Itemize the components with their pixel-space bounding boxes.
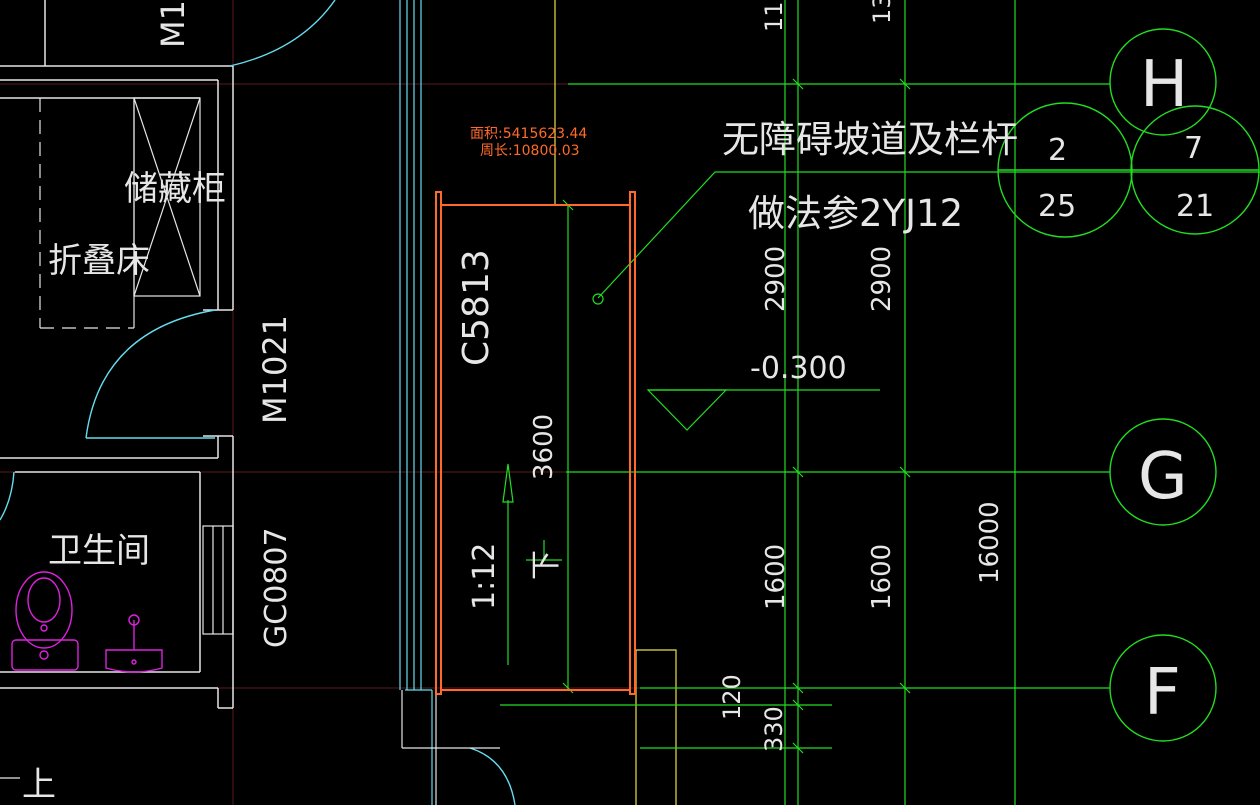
window-gc0807-label: GC0807 bbox=[259, 527, 294, 648]
bathroom-label: 卫生间 bbox=[48, 531, 150, 571]
storage-cabinet bbox=[133, 97, 201, 328]
ramp-code-label: C5813 bbox=[456, 249, 497, 366]
note-leader bbox=[592, 171, 1010, 305]
ramp-down-label: 下 bbox=[529, 550, 564, 580]
note-line-2: 做法参2YJ12 bbox=[748, 192, 963, 235]
grid-lines bbox=[500, 0, 1260, 805]
corridor-walls-white bbox=[401, 690, 500, 805]
axis-g-label: G bbox=[1138, 440, 1188, 514]
dim-lower-a: 1600 bbox=[761, 544, 791, 610]
elevation-label: -0.300 bbox=[750, 351, 847, 386]
washbasin-icon bbox=[105, 614, 163, 673]
corridor-walls bbox=[399, 0, 433, 805]
walls-left bbox=[0, 0, 234, 709]
door-m1021-label: M1021 bbox=[256, 315, 294, 424]
folding-bed-label: 折叠床 bbox=[48, 241, 150, 281]
dim-total: 16000 bbox=[975, 501, 1005, 584]
up-label: 上 bbox=[22, 765, 56, 805]
door-swings bbox=[0, 0, 516, 805]
ramp-length-dimension: 3600 bbox=[529, 414, 559, 480]
dim-top-a: 118 bbox=[760, 0, 788, 32]
ramp-outline[interactable] bbox=[435, 191, 636, 695]
detail-ref-2-top: 7 bbox=[1184, 131, 1203, 166]
note-line-1: 无障碍坡道及栏杆 bbox=[722, 118, 1018, 161]
axis-f-label: F bbox=[1144, 656, 1181, 730]
axis-bubbles bbox=[1109, 28, 1217, 742]
dim-top-b: 13 bbox=[868, 0, 896, 24]
folding-bed-outline bbox=[39, 98, 134, 329]
ramp-slope-label: 1:12 bbox=[467, 543, 502, 610]
storage-label: 储藏柜 bbox=[124, 169, 226, 209]
dim-upper-b: 2900 bbox=[867, 246, 897, 312]
dimension-ticks bbox=[562, 78, 911, 754]
dim-small-b: 330 bbox=[760, 706, 788, 752]
dim-upper-a: 2900 bbox=[761, 246, 791, 312]
dim-lower-b: 1600 bbox=[867, 544, 897, 610]
perimeter-value: 周长:10800.03 bbox=[480, 143, 580, 159]
yellow-lines bbox=[554, 0, 677, 805]
window-gc0807 bbox=[202, 525, 234, 635]
area-value: 面积:5415623.44 bbox=[470, 126, 587, 142]
detail-ref-1-top: 2 bbox=[1048, 133, 1067, 168]
dim-small-a: 120 bbox=[718, 674, 746, 720]
detail-ref-bubbles bbox=[997, 102, 1260, 238]
detail-ref-1-bottom: 25 bbox=[1038, 189, 1076, 224]
toilet-icon bbox=[11, 571, 79, 671]
detail-ref-2-bottom: 21 bbox=[1176, 189, 1214, 224]
axis-h-label: H bbox=[1140, 48, 1188, 122]
door-top-label: M10 bbox=[154, 0, 192, 48]
